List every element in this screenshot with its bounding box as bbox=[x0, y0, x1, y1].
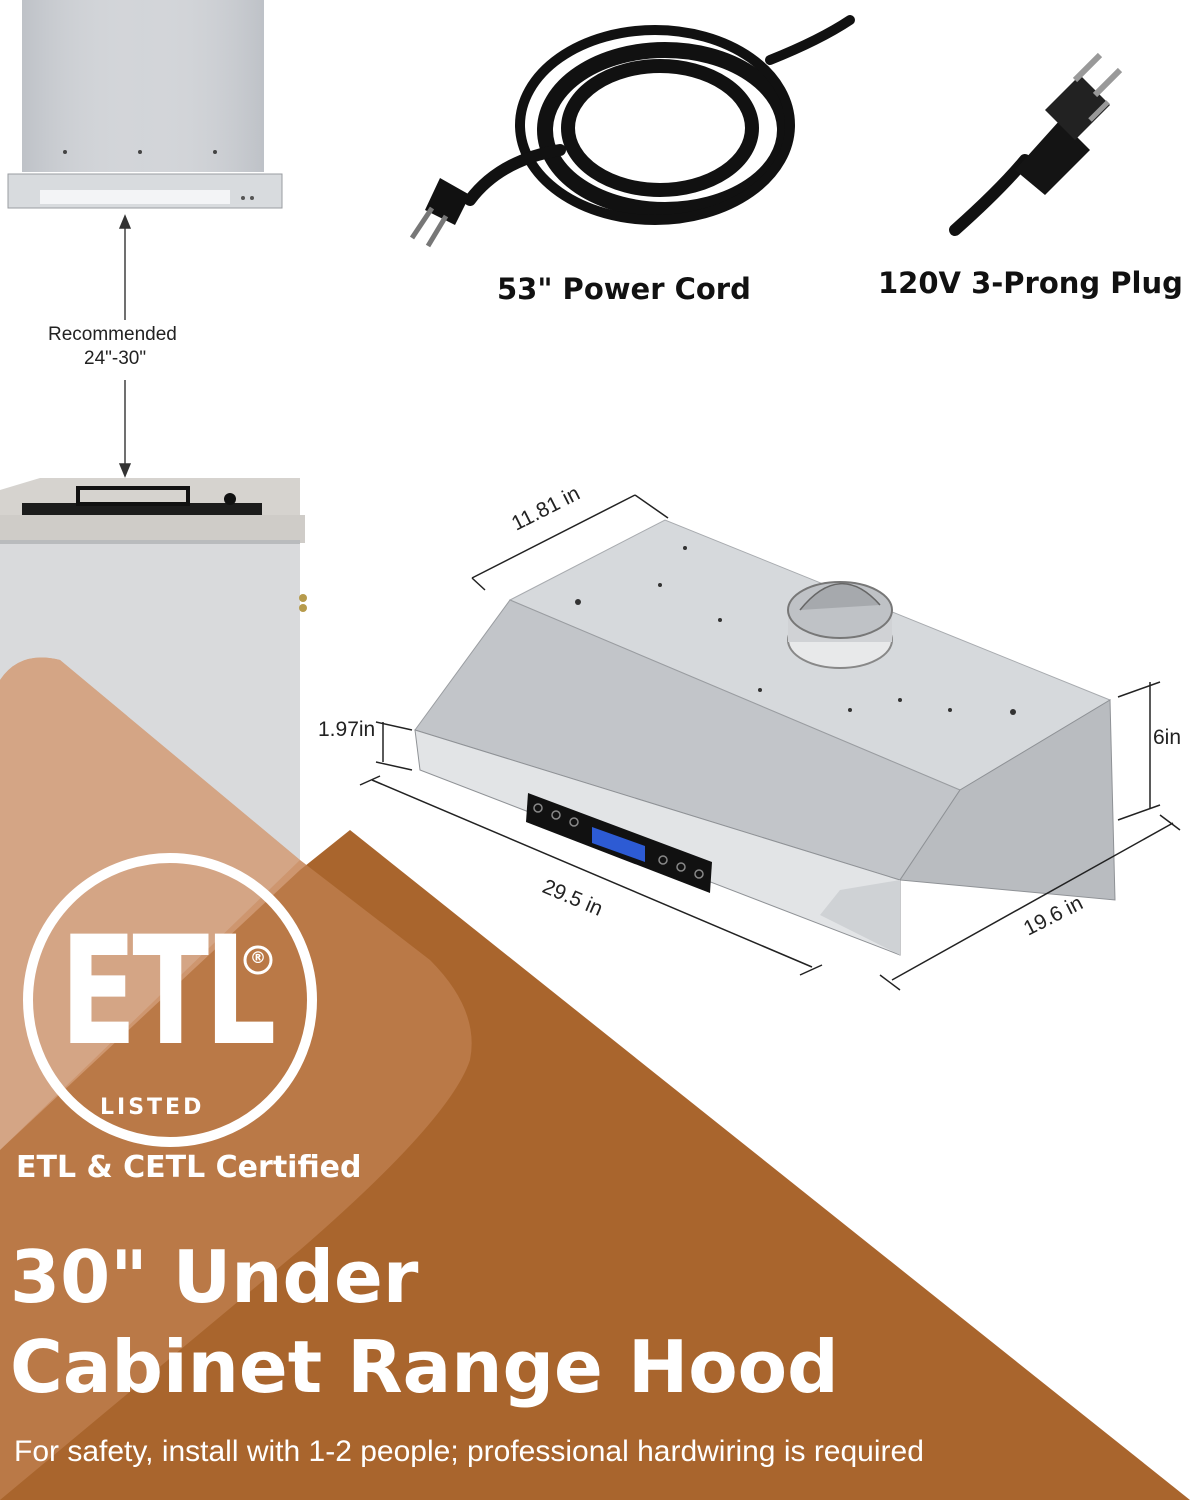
three-prong-plug-icon bbox=[949, 52, 1123, 236]
recommended-label: Recommended bbox=[48, 324, 177, 345]
headline-line-2: Cabinet Range Hood bbox=[10, 1325, 839, 1409]
etl-logo-listed: LISTED bbox=[100, 1095, 205, 1120]
height-arrow bbox=[118, 214, 132, 478]
power-cord-label: 53" Power Cord bbox=[497, 272, 751, 306]
height-range-label: 24"-30" bbox=[84, 348, 147, 369]
mounted-hood-illustration bbox=[7, 0, 283, 209]
etl-logo-letters: ETL bbox=[60, 905, 276, 1079]
etl-logo bbox=[23, 853, 317, 1147]
front-lip-dimension: 1.97in bbox=[318, 718, 376, 741]
range-hood-product bbox=[414, 519, 1116, 956]
height-dimension: 6in bbox=[1153, 726, 1182, 749]
certified-text: ETL & CETL Certified bbox=[16, 1150, 362, 1185]
safety-note: For safety, install with 1-2 people; pro… bbox=[14, 1435, 924, 1468]
plug-label: 120V 3-Prong Plug bbox=[878, 266, 1183, 300]
cord-plug-end bbox=[409, 178, 470, 248]
registered-mark: ® bbox=[250, 948, 266, 967]
power-cord-icon bbox=[464, 15, 855, 225]
tan-overlay bbox=[0, 860, 472, 1500]
dimension-lines bbox=[359, 494, 1181, 991]
tan-shape-overlap bbox=[0, 657, 300, 1150]
headline-line-1: 30" Under bbox=[10, 1235, 419, 1319]
